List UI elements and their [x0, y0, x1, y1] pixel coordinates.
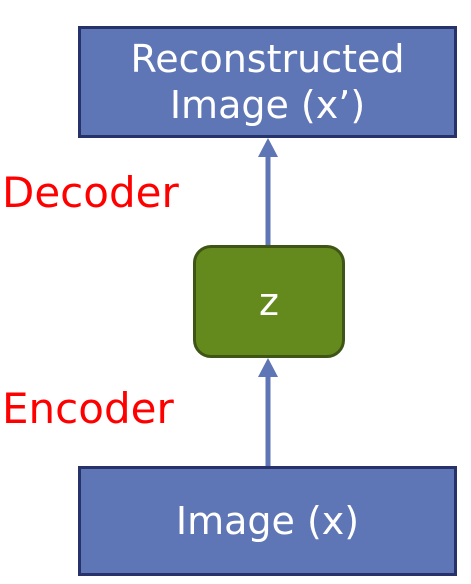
- decoder-arrow-head: [258, 138, 278, 157]
- latent-z-label: z: [259, 279, 279, 324]
- encoder-arrow-head: [258, 358, 278, 377]
- decoder-label: Decoder: [2, 168, 179, 217]
- input-image-label: Image (x): [175, 499, 360, 543]
- reconstructed-image-line1: Reconstructed: [130, 37, 405, 81]
- encoder-label: Encoder: [2, 384, 174, 433]
- input-image-box: Image (x): [78, 466, 457, 576]
- reconstructed-image-line2: Image (x’): [169, 83, 366, 127]
- latent-z-box: z: [193, 245, 345, 358]
- reconstructed-image-box: Reconstructed Image (x’): [78, 26, 457, 138]
